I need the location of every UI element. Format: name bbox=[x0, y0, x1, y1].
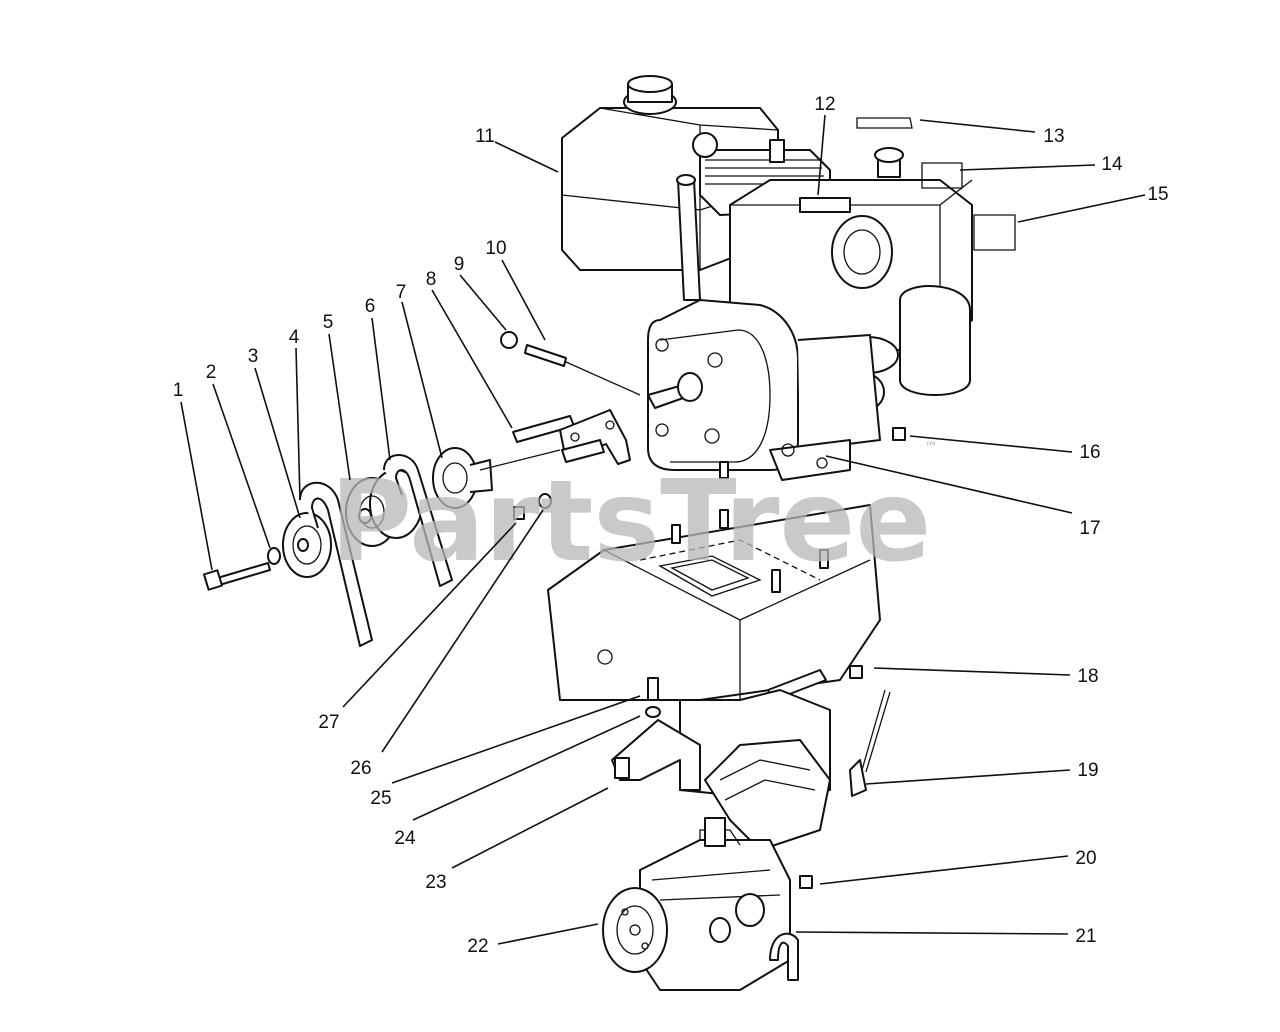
callout-24: 24 bbox=[394, 828, 416, 849]
callout-23: 23 bbox=[425, 872, 446, 893]
decals bbox=[856, 117, 1016, 251]
callout-18: 18 bbox=[1077, 666, 1098, 687]
callout-17: 17 bbox=[1079, 518, 1100, 539]
callout-21: 21 bbox=[1075, 926, 1096, 947]
callout-2: 2 bbox=[206, 362, 217, 383]
callout-12: 12 bbox=[814, 94, 835, 115]
callout-22: 22 bbox=[467, 936, 488, 957]
callout-26: 26 bbox=[350, 758, 371, 779]
callout-9: 9 bbox=[454, 254, 465, 275]
callout-27: 27 bbox=[318, 712, 339, 733]
callout-16: 16 bbox=[1079, 442, 1100, 463]
callout-6: 6 bbox=[365, 296, 376, 317]
callout-5: 5 bbox=[323, 312, 334, 333]
frame bbox=[547, 427, 906, 889]
callout-20: 20 bbox=[1075, 848, 1096, 869]
callout-10: 10 bbox=[485, 238, 506, 259]
watermark-trademark: ™ bbox=[924, 440, 938, 456]
callout-8: 8 bbox=[426, 269, 437, 290]
callout-15: 15 bbox=[1147, 184, 1168, 205]
callout-14: 14 bbox=[1101, 154, 1123, 175]
leader-lines bbox=[180, 114, 1146, 945]
callout-19: 19 bbox=[1077, 760, 1098, 781]
callout-11: 11 bbox=[475, 126, 495, 147]
pulley-group bbox=[202, 331, 641, 647]
callout-3: 3 bbox=[248, 346, 259, 367]
engine bbox=[561, 75, 973, 481]
callout-1: 1 bbox=[173, 380, 184, 401]
transmission bbox=[602, 817, 799, 991]
callout-7: 7 bbox=[396, 282, 407, 303]
callout-25: 25 bbox=[370, 788, 391, 809]
callout-13: 13 bbox=[1043, 126, 1064, 147]
watermark-text: PartsTree bbox=[330, 457, 931, 587]
callout-labels: 1 2 3 4 5 6 7 8 9 10 11 12 13 14 15 16 1… bbox=[173, 94, 1169, 957]
callout-4: 4 bbox=[289, 327, 300, 348]
